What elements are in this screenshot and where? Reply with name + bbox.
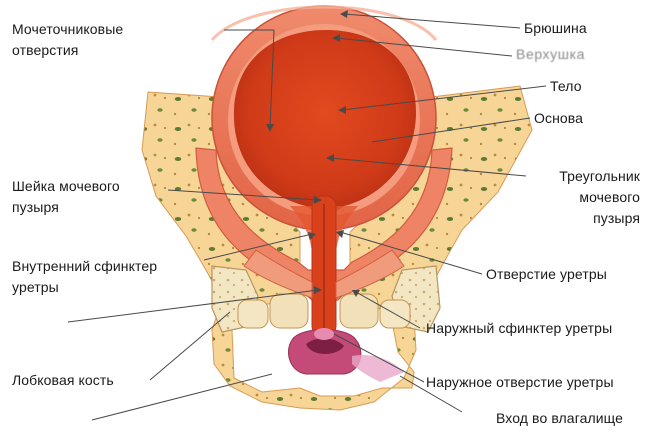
label-ureteral-orifices-line1: Мочеточниковые — [12, 19, 123, 40]
label-bladder-neck-line2: пузыря — [12, 197, 120, 218]
label-internal-sphincter-line2: уретры — [12, 277, 157, 298]
label-trigone-line3: пузыря — [559, 208, 640, 229]
label-body: Тело — [550, 76, 582, 97]
label-external-sphincter: Наружный сфинктер уретры — [426, 318, 612, 339]
label-ureteral-orifices-line2: отверстия — [12, 40, 123, 61]
label-fundus: Основа — [534, 108, 583, 129]
label-internal-sphincter: Внутренний сфинктер уретры — [12, 256, 157, 298]
label-apex: Верхушка — [516, 44, 585, 65]
label-pubic-bone: Лобковая кость — [12, 370, 114, 391]
label-ureteral-orifices: Мочеточниковые отверстия — [12, 19, 123, 61]
label-trigone: Треугольник мочевого пузыря — [559, 166, 640, 229]
label-peritoneum: Брюшина — [524, 18, 587, 39]
label-external-urethral-opening: Наружное отверстие уретры — [426, 372, 614, 393]
label-bladder-neck-line1: Шейка мочевого — [12, 176, 120, 197]
label-internal-sphincter-line1: Внутренний сфинктер — [12, 256, 157, 277]
label-vaginal-entrance: Вход во влагалище — [496, 408, 623, 429]
label-trigone-line1: Треугольник — [559, 166, 640, 187]
label-trigone-line2: мочевого — [559, 187, 640, 208]
label-bladder-neck: Шейка мочевого пузыря — [12, 176, 120, 218]
label-urethral-opening: Отверстие уретры — [486, 264, 607, 285]
